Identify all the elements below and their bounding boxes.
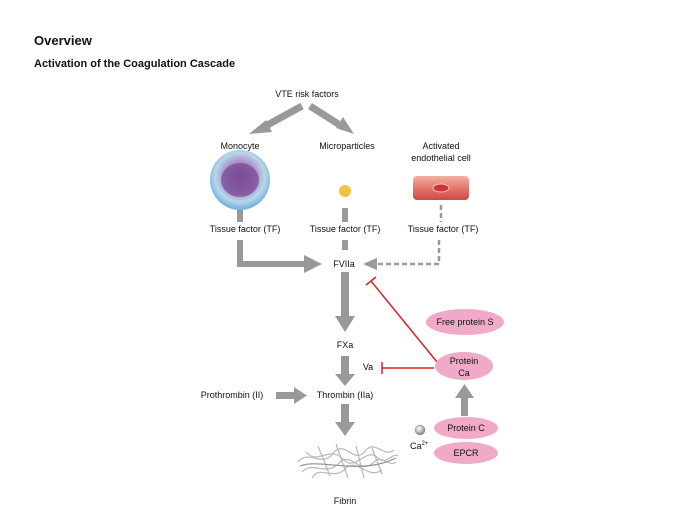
protein-ca-inhibits-fviia [365,276,438,363]
prothrombin-label: Prothrombin (II) [201,390,264,400]
endothelial-label-line1: Activated [422,141,459,151]
tissue-factor-microparticles-label: Tissue factor (TF) [310,224,381,234]
calcium-ion-icon [414,424,426,436]
endothelial-label-line2: endothelial cell [411,153,471,163]
prothrombin-to-thrombin-arrow [276,387,307,404]
epcr-pill: EPCR [434,442,498,464]
tissue-factor-endothelial-label: Tissue factor (TF) [408,224,479,234]
page-title: Overview [34,33,92,48]
monocyte-label: Monocyte [220,141,259,151]
monocyte-to-fviia-arrow [237,240,322,273]
endothelial-to-fviia-arrow [363,240,441,270]
endothelial-cell-icon [413,176,469,200]
protein-ca-inhibits-va [381,362,434,374]
fviia-to-fxa-arrow [335,272,355,332]
protein-ca-label-line1: Protein [450,356,479,366]
microparticle-to-fviia-connector [342,240,348,250]
microparticle-connector [342,208,348,222]
fxa-to-thrombin-arrow [335,356,355,386]
tissue-factor-monocyte-label: Tissue factor (TF) [210,224,281,234]
thrombin-to-fibrin-arrow [335,404,355,436]
protein-c-label: Protein C [447,423,485,433]
page-subtitle: Activation of the Coagulation Cascade [34,58,236,70]
epcr-label: EPCR [453,448,479,458]
calcium-label: Ca2+ [410,441,429,451]
microparticle-icon [339,185,351,197]
free-protein-s-pill: Free protein S [426,309,504,335]
protein-ca-label-line2: Ca [458,368,470,378]
fibrin-label: Fibrin [334,496,357,506]
thrombin-label: Thrombin (IIa) [317,390,374,400]
protein-c-to-protein-ca-arrow [455,384,474,416]
va-label: Va [363,362,373,372]
protein-c-pill: Protein C [434,417,498,439]
microparticles-label: Microparticles [319,141,375,151]
protein-ca-pill: Protein Ca [435,352,493,380]
vte-risk-factors-label: VTE risk factors [275,89,339,99]
risk-branch-arrows [249,102,354,134]
fviia-label: FVIIa [333,259,355,269]
monocyte-cell-icon [210,150,270,210]
monocyte-connector [237,210,243,222]
fibrin-mesh-icon [297,443,399,479]
fxa-label: FXa [337,340,354,350]
free-protein-s-label: Free protein S [436,317,493,327]
